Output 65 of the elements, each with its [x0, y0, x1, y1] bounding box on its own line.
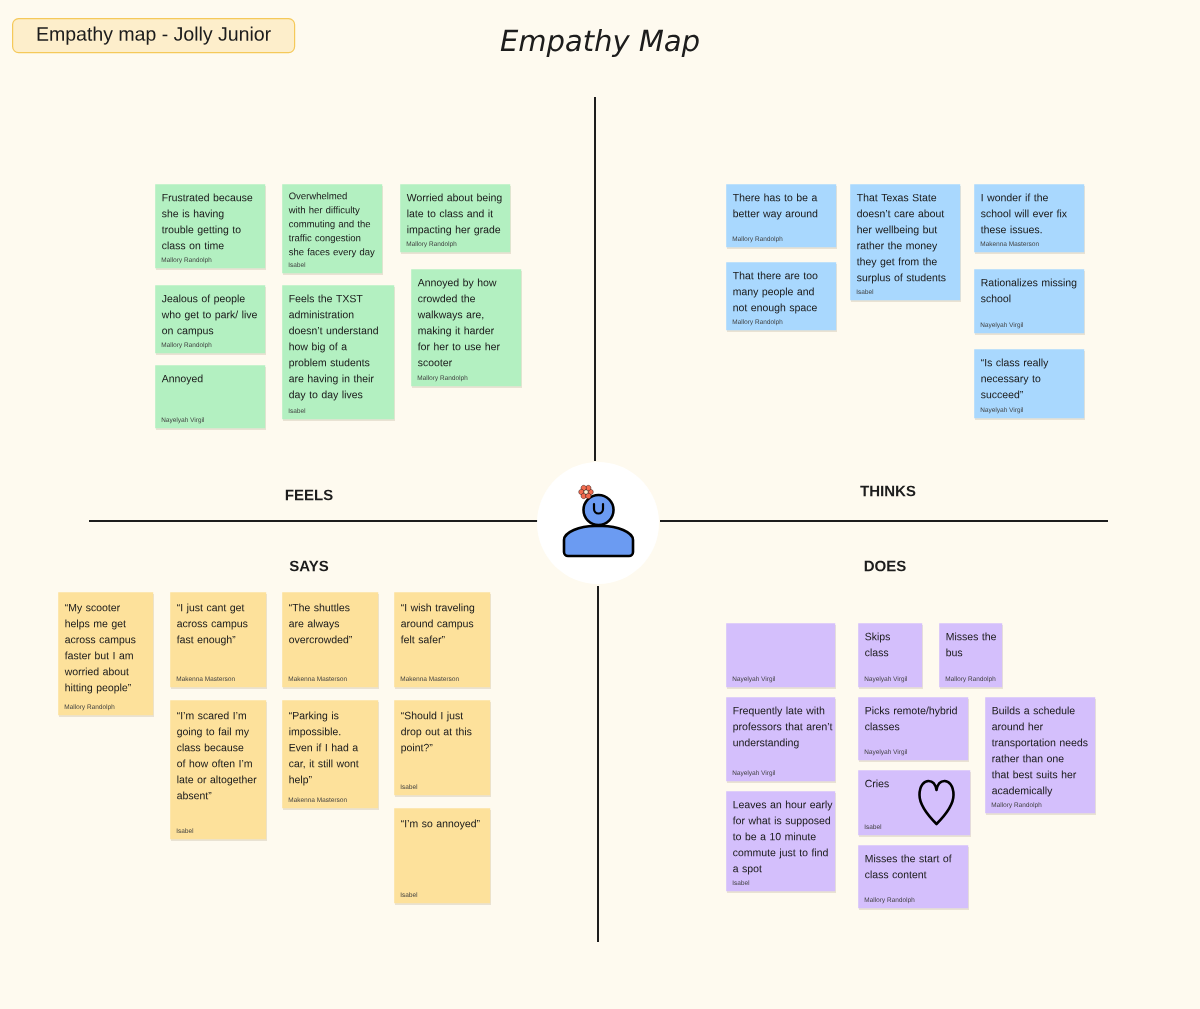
sticky-note	[939, 623, 1003, 689]
sticky-note	[282, 592, 379, 689]
note-text: I wonder if the school will ever fix these issues.	[980, 193, 1067, 234]
note-text: Jealous of people who get to park/ live on campus	[161, 294, 257, 337]
note-text: Cries	[865, 779, 889, 788]
sticky-note	[155, 365, 266, 430]
note-text: Leaves an hour early for what is supposed to be a 10 minute commute just to find a spot	[732, 800, 833, 875]
quadrant-heading: SAYS	[289, 560, 329, 572]
quadrant-heading: THINKS	[860, 485, 916, 497]
note-text: “My scooter helps me get across campus faster but I am worried about hitting people”	[64, 604, 136, 694]
note-text: Picks remote/hybrid classes	[865, 706, 957, 731]
sticky-note	[858, 623, 923, 689]
sticky-note	[858, 845, 969, 910]
sticky-note	[170, 700, 267, 841]
sticky-note	[974, 269, 1085, 335]
note-text: “Parking is impossible. Even if I had a car, it still wont help”	[289, 711, 359, 786]
sticky-note	[858, 770, 971, 837]
sticky-note	[726, 184, 837, 249]
sticky-note	[400, 184, 511, 254]
quadrant-heading: FEELS	[285, 489, 333, 501]
note-text: “Should I just drop out at this point?”	[401, 711, 472, 754]
sticky-note	[726, 791, 836, 893]
sticky-note	[394, 592, 491, 689]
note-text: Misses the start of class content	[865, 854, 952, 879]
sticky-note	[858, 697, 969, 762]
note-text: “I’m scared I’m going to fail my class because of how often I’m late or altogether absent”	[177, 711, 257, 800]
sticky-note	[850, 184, 961, 302]
title-badge: Empathy map - Jolly Junior	[12, 18, 296, 54]
note-text: Worried about being late to class and it impacting her grade	[406, 193, 502, 236]
note-text: Misses the bus	[946, 632, 996, 657]
sticky-note	[170, 592, 267, 689]
note-text: “I’m so annoyed”	[401, 819, 480, 830]
note-text: That Texas State doesn’t care about her wellbeing but rather the money they get from the surplus of students	[856, 193, 946, 284]
sticky-note	[974, 349, 1085, 420]
sticky-note	[726, 262, 837, 332]
note-text: Skips class	[865, 632, 890, 657]
note-text: There has to be a better way around	[732, 193, 818, 220]
note-text: Overwhelmed with her difficulty commuting and the traffic congestion she faces every day	[288, 192, 375, 258]
sticky-note	[282, 184, 383, 275]
sticky-note	[974, 184, 1085, 254]
sticky-note	[394, 808, 491, 905]
note-text: “The shuttles are always overcrowded”	[289, 603, 352, 644]
sticky-note	[726, 623, 836, 689]
note-text: Feels the TXST administration doesn’t understand how big of a problem students are having in their day to day lives	[289, 294, 378, 401]
sticky-note	[58, 592, 154, 717]
note-text: “Is class really necessary to succeed”	[981, 358, 1049, 399]
note-text: Frequently late with professors that aren’t understanding	[733, 706, 833, 749]
sticky-note	[985, 697, 1096, 815]
sticky-note	[411, 269, 522, 388]
note-text: “I wish traveling around campus felt safer”	[400, 603, 475, 644]
sticky-note	[282, 285, 395, 421]
sticky-note	[155, 184, 266, 270]
note-text: That there are too many people and not enough space	[732, 271, 818, 314]
note-text: Frustrated because she is having trouble getting to class on time	[161, 193, 253, 250]
quadrant-heading: DOES	[864, 560, 906, 572]
sticky-note	[726, 697, 836, 783]
note-text: Annoyed	[161, 374, 203, 385]
note-text: Annoyed by how crowded the walkways are, making it harder for her to use her scooter	[417, 278, 500, 367]
page-title: Empathy Map	[500, 28, 699, 58]
note-text: Rationalizes missing school	[981, 278, 1077, 303]
sticky-note	[155, 285, 266, 355]
sticky-note	[394, 700, 491, 797]
note-text: Builds a schedule around her transportation needs rather than one that best suits her academically	[991, 706, 1088, 797]
sticky-note	[282, 700, 379, 810]
note-text: “I just cant get across campus fast enough”	[176, 603, 248, 646]
